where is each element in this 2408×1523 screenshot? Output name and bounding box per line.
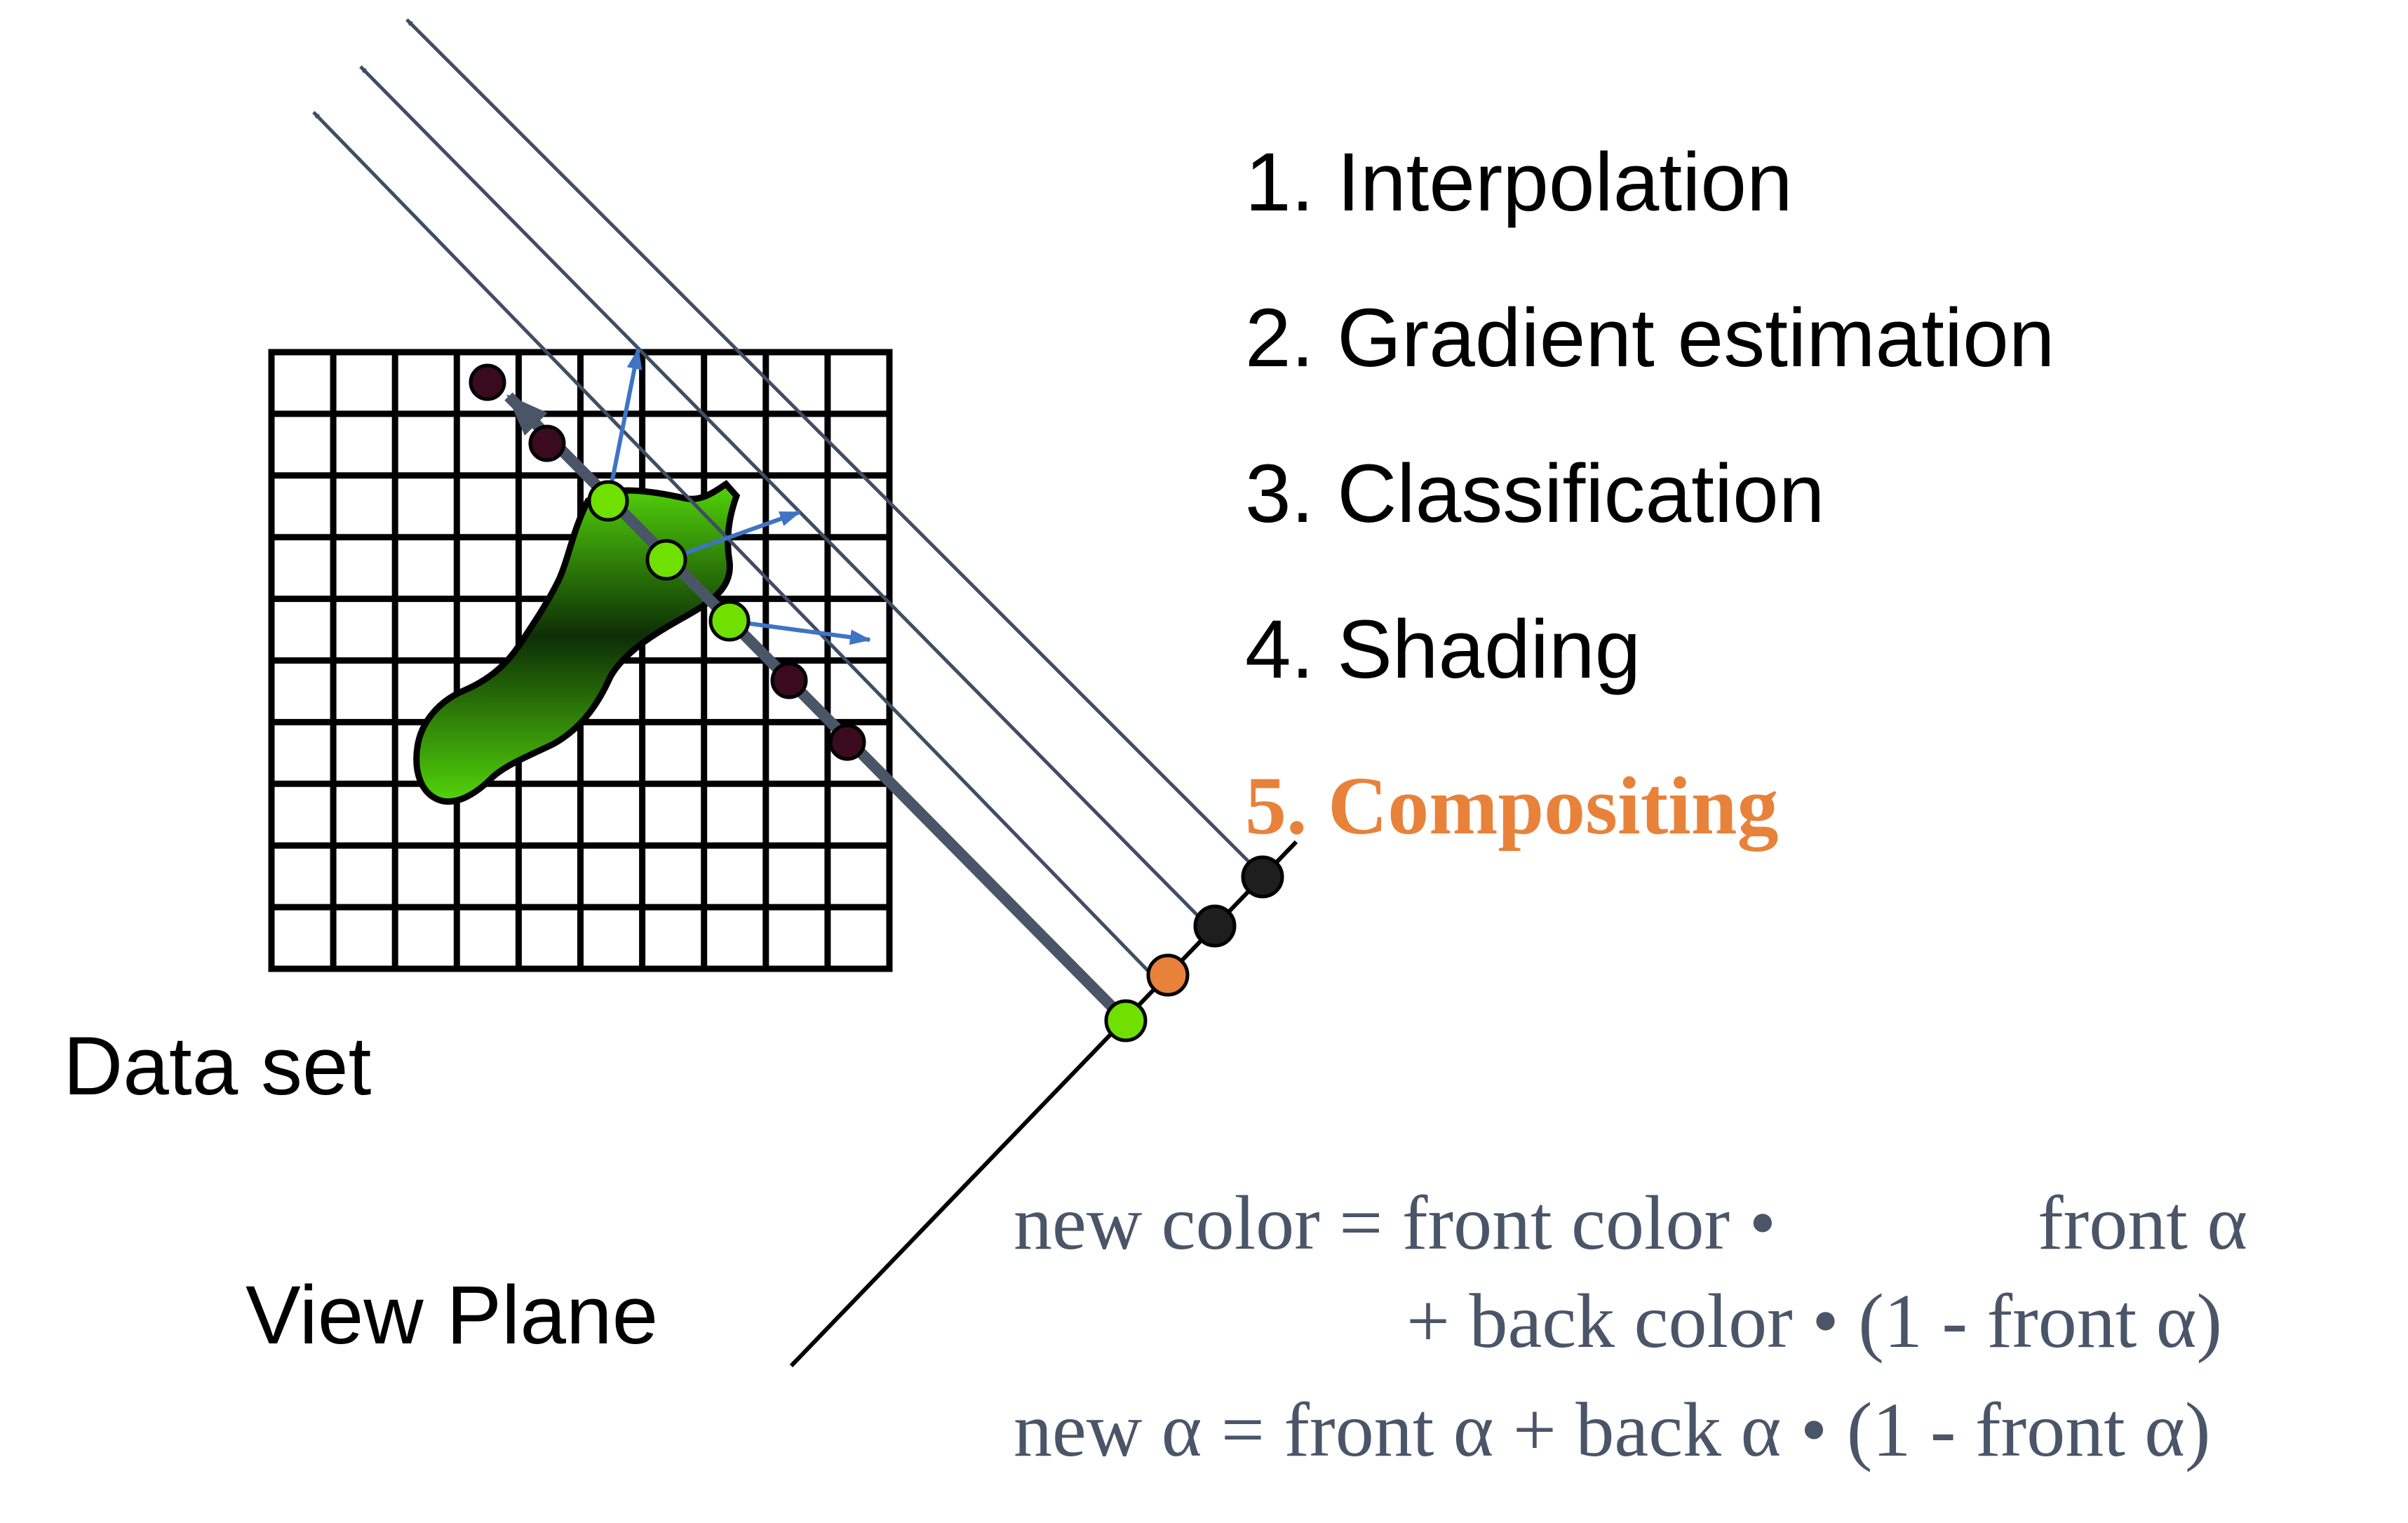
sample-point-outside [828,723,866,761]
sample-point-outside [469,363,506,401]
pixel-point-black [1193,904,1237,948]
view-plane-pixels [1104,855,1284,1042]
feature-blob [413,480,741,805]
sample-point-inside [708,600,751,642]
pipeline-steps: 1. Interpolation 2. Gradient estimation … [1245,136,2054,852]
pixel-point-orange [1146,953,1190,997]
step-2: 2. Gradient estimation [1245,292,2054,384]
sample-point-outside [528,424,566,462]
gradient-normals [606,348,871,645]
formula-line1-right: front α [2038,1180,2247,1266]
rays [312,18,1264,993]
formula-line2: + back color • (1 - front α) [1406,1278,2222,1364]
sample-points [469,363,866,761]
pixel-point-black [1241,855,1284,899]
sample-point-inside [587,480,629,522]
normal-arrow [665,510,801,562]
formula-line1-left: new color = front color • [1014,1180,1776,1266]
sample-point-outside [770,662,808,699]
data-set-caption: Data set [63,1020,371,1113]
step-4: 4. Shading [1245,603,1641,696]
ray-2 [359,65,1216,934]
step-5-highlighted: 5. Compositing [1245,760,1779,852]
view-plane-caption: View Plane [245,1269,658,1362]
compositing-formula: new color = front color • front α + back… [1014,1180,2247,1472]
formula-line3: new α = front α + back α • (1 - front α) [1014,1387,2211,1472]
step-1: 1. Interpolation [1245,136,1793,229]
normal-arrow [606,348,643,502]
sample-point-inside [645,539,687,581]
step-3: 3. Classification [1245,448,1824,540]
pixel-point-green [1104,999,1148,1042]
ray-1 [312,111,1169,993]
ray-3 [405,18,1264,877]
normal-arrow [729,619,871,645]
